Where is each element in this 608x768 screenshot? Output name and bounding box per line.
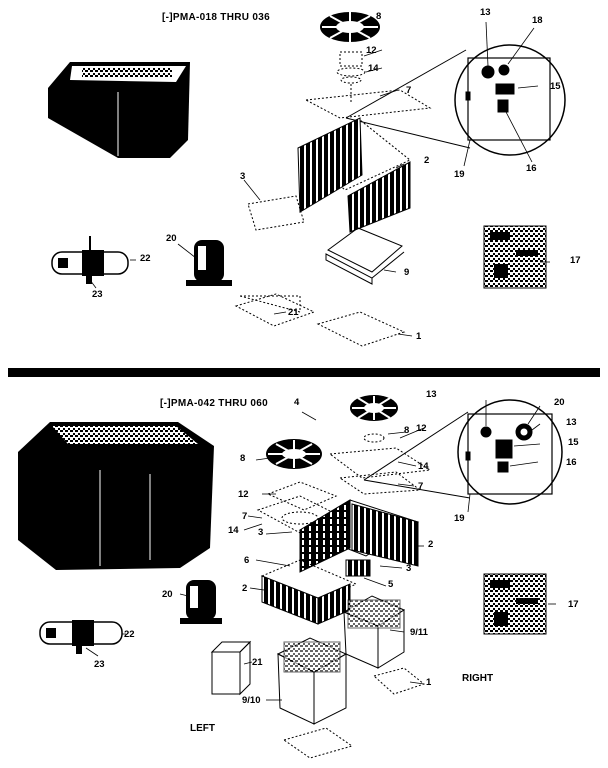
callout-label: 14 (228, 525, 239, 536)
wiring-diagram-bottom (483, 573, 547, 635)
callout-label: 7 (242, 511, 248, 522)
callout-label: 22 (124, 629, 135, 640)
callout-label: 22 (140, 253, 151, 264)
section-divider (8, 368, 600, 377)
callout-label: 6 (244, 555, 250, 566)
callout-label: 19 (454, 169, 465, 180)
callout-label: 14 (418, 461, 429, 472)
callout-label: 13 (480, 7, 491, 18)
fan-motor (336, 51, 366, 104)
callout-label: 1 (416, 331, 422, 342)
filter-drier-bottom (39, 620, 123, 654)
callout-label: 17 (568, 599, 579, 610)
callout-label: 7 (418, 481, 424, 492)
top-panel (304, 89, 432, 119)
unit-cabinet-top (48, 62, 190, 158)
callout-label: 2 (424, 155, 430, 166)
compressor-top (186, 240, 232, 286)
callout-label: 7 (406, 85, 412, 96)
callout-label: 8 (240, 453, 246, 464)
section-title-bottom: [-]PMA-042 THRU 060 (160, 398, 268, 409)
control-box (210, 640, 252, 696)
callout-label: 17 (570, 255, 581, 266)
section-title-top: [-]PMA-018 THRU 036 (162, 12, 270, 23)
left-side-label: LEFT (190, 723, 215, 734)
callout-label: 9/10 (242, 695, 261, 706)
wiring-diagram-top (483, 225, 547, 289)
callout-label: 13 (426, 389, 437, 400)
leader-lines-bottom (85, 400, 556, 701)
callout-label: 20 (166, 233, 177, 244)
callout-label: 12 (416, 423, 427, 434)
callout-label: 21 (252, 657, 263, 668)
callout-label: 15 (568, 437, 579, 448)
callout-label: 3 (240, 171, 246, 182)
leader-lines-top (89, 21, 550, 337)
callout-label: 16 (566, 457, 577, 468)
callout-label: 23 (94, 659, 105, 670)
base-pan-top (325, 227, 405, 285)
callout-label: 8 (404, 425, 410, 436)
detail-callout-bottom (363, 399, 563, 505)
callout-label: 20 (162, 589, 173, 600)
filter-drier-top (51, 236, 129, 284)
fan-guard-b2 (266, 439, 322, 469)
base-bottom (282, 667, 426, 759)
callout-label: 12 (366, 45, 377, 56)
base-top (234, 293, 406, 347)
callout-label: 18 (532, 15, 543, 26)
unit-cabinet-bottom (18, 422, 214, 570)
callout-label: 5 (388, 579, 394, 590)
callout-label: 20 (554, 397, 565, 408)
right-side-label: RIGHT (462, 673, 494, 684)
callout-label: 1 (426, 677, 432, 688)
callout-label: 12 (238, 489, 249, 500)
drain-pan-right (342, 595, 406, 669)
coil-frame-bottom (260, 499, 420, 625)
callout-label: 16 (526, 163, 537, 174)
coil-frame-top (297, 117, 411, 233)
callout-label: 19 (454, 513, 465, 524)
callout-label: 15 (550, 81, 561, 92)
callout-label: 9 (404, 267, 410, 278)
callout-label: 2 (428, 539, 434, 550)
callout-label: 21 (288, 307, 299, 318)
fan-guard (320, 12, 380, 42)
callout-label: 14 (368, 63, 379, 74)
callout-label: 8 (376, 11, 382, 22)
callout-label: 3 (406, 563, 412, 574)
callout-label: 23 (92, 289, 103, 300)
callout-label: 4 (294, 397, 300, 408)
drain-pan-left (276, 637, 348, 725)
callout-label: 13 (566, 417, 577, 428)
side-panel-top (247, 195, 305, 231)
fan-guard-b1 (350, 395, 398, 421)
detail-callout (345, 44, 566, 156)
callout-label: 3 (258, 527, 264, 538)
callout-label: 2 (242, 583, 248, 594)
compressor-bottom (180, 580, 222, 624)
callout-label: 9/11 (410, 627, 428, 638)
